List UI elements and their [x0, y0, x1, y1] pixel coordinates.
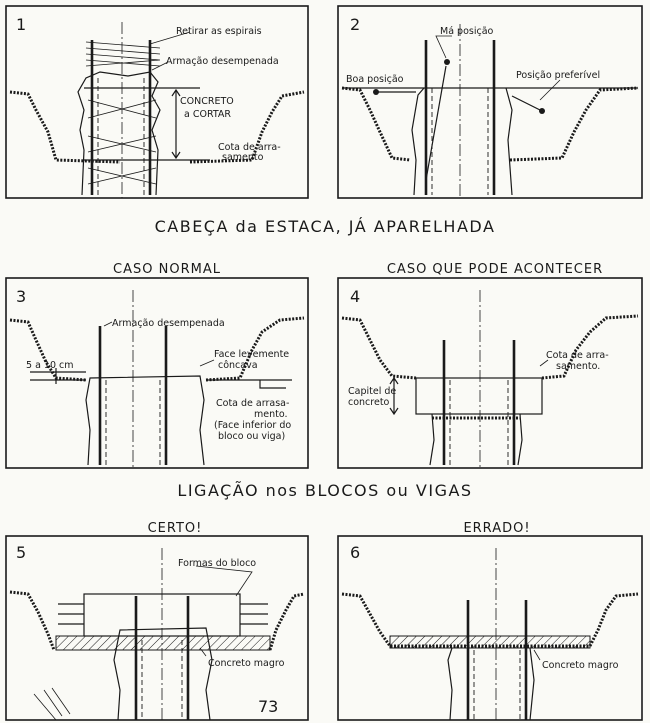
panel-1: 1 Retirar as espirais Armação desempenad… [5, 5, 309, 199]
panel-6-number: 6 [350, 543, 360, 562]
panel-6-pile [447, 647, 535, 721]
panel-1-label-armacao: Armação desempenada [166, 56, 279, 67]
panel-2-preferred-rod [511, 95, 541, 111]
panel-5-form-braces [58, 603, 268, 625]
panel-3-label-face2: côncava [218, 360, 258, 371]
panel-1-frame [5, 5, 309, 199]
panel-1-label-cota2: samento [222, 152, 264, 163]
panel-1-soil [9, 90, 305, 164]
panel-3-label-cota2: mento. [254, 409, 288, 420]
panel-4-number: 4 [350, 287, 360, 306]
panel-4-label-cota1: Cota de arra- [546, 350, 609, 361]
panel-3-soil [9, 316, 305, 382]
panel-3-label-dist: 5 a 10 cm [26, 360, 74, 371]
panel-2-bad-rod [425, 65, 447, 181]
panel-5-number: 5 [16, 543, 26, 562]
panel-3-number: 3 [16, 287, 26, 306]
page-number: 73 [258, 697, 278, 716]
panel-6-label-magro: Concreto magro [542, 660, 619, 671]
panel-4-frame [337, 277, 643, 469]
panel-3-label-cota4: bloco ou viga) [218, 431, 285, 442]
panel-5-caption: CERTO! [148, 521, 203, 536]
panel-5: CERTO! 5 Formas do bloco Concreto magro … [5, 521, 309, 721]
panel-1-label-retirar: Retirar as espirais [176, 26, 262, 37]
panel-4-label-capitel2: concreto [348, 397, 390, 408]
panel-3-pile [85, 375, 205, 466]
panel-4-dimension [389, 376, 399, 416]
panel-3-dim-5-10 [30, 368, 86, 384]
panel-4-capitel [415, 377, 543, 415]
heading-ligacao: LIGAÇÃO nos BLOCOS ou VIGAS [177, 481, 472, 500]
panel-2-label-ma: Má posição [440, 26, 494, 37]
panel-2: 2 Má posição Boa posição Posição preferí… [337, 5, 643, 199]
panel-5-frame [5, 535, 309, 721]
panel-2-soil [341, 86, 639, 162]
panel-1-label-concreto: CONCRETO [180, 96, 234, 107]
panel-5-label-formas: Formas do bloco [178, 558, 256, 569]
panel-4-caption: CASO QUE PODE ACONTECER [387, 262, 603, 277]
panel-2-label-boa: Boa posição [346, 74, 404, 85]
panel-6-caption: ERRADO! [463, 521, 530, 536]
panel-5-soil [9, 590, 305, 651]
heading-cabeca: CABEÇA da ESTACA, JÁ APARELHADA [155, 217, 496, 236]
panel-3-label-cota1: Cota de arrasa- [216, 398, 289, 409]
panel-4: CASO QUE PODE ACONTECER 4 Cota de arra- … [337, 262, 643, 469]
panel-6-frame [337, 535, 643, 721]
panel-1-label-cortar: a CORTAR [184, 109, 231, 120]
panel-5-pile [113, 627, 213, 721]
panel-5-concreto-magro [55, 635, 271, 651]
panel-6: ERRADO! 6 Concreto magro [337, 521, 643, 721]
panel-4-soil [341, 314, 639, 380]
panel-3-label-face1: Face levemente [214, 349, 289, 360]
panel-2-number: 2 [350, 15, 360, 34]
panel-4-label-cota2: samento. [556, 361, 600, 372]
panel-1-number: 1 [16, 15, 26, 34]
panel-3-label-armacao: Armação desempenada [112, 318, 225, 329]
panel-2-label-preferivel: Posição preferível [516, 70, 600, 81]
panel-3: CASO NORMAL 3 Armação desempenada Face l… [5, 262, 309, 469]
panel-3-frame [5, 277, 309, 469]
panel-4-label-capitel1: Capitel de [348, 386, 396, 397]
panel-3-caption: CASO NORMAL [113, 262, 221, 277]
panel-2-frame [337, 5, 643, 199]
panel-6-concreto-magro [389, 635, 591, 649]
panel-5-scribble [33, 687, 71, 721]
panel-5-label-magro: Concreto magro [208, 658, 285, 669]
panel-1-label-cota1: Cota de arra- [218, 142, 281, 153]
panel-1-pile [77, 71, 161, 196]
panel-4-pile [429, 413, 523, 466]
panel-2-pile [411, 87, 513, 196]
panel-3-label-cota3: (Face inferior do [214, 420, 291, 431]
